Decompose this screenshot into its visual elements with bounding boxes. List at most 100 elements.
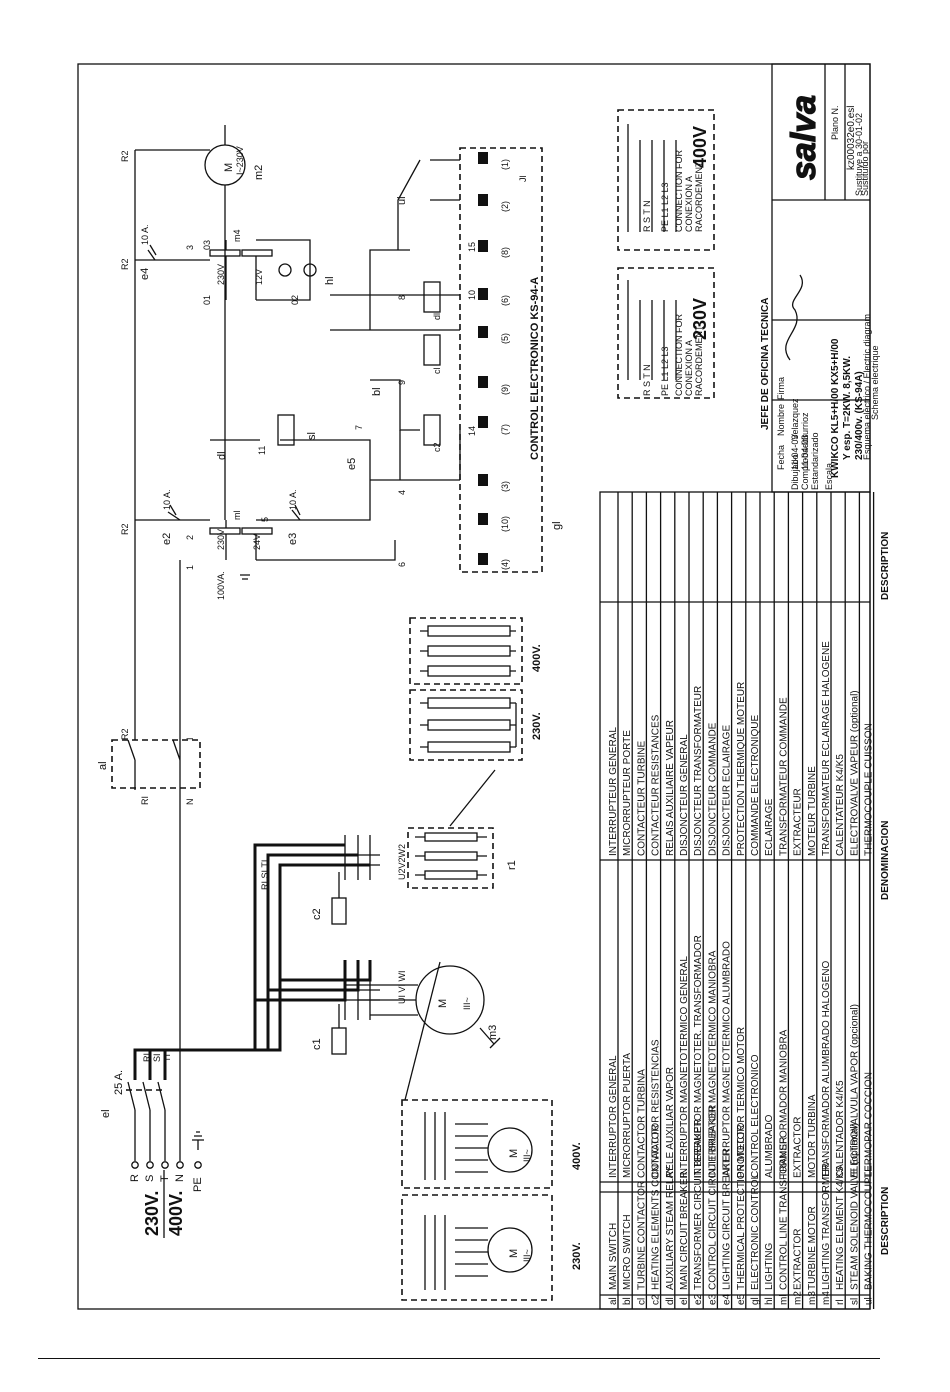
motor-400v-label: 400V. <box>571 1142 583 1170</box>
terminal-pe-label: PE <box>192 1177 204 1192</box>
legend-english: TRANSFORMER CIRCUIT BREAKER <box>693 1119 704 1290</box>
motor-ground-icon <box>479 1027 501 1049</box>
legend-french: COMMANDE ELECTRONIQUE <box>750 715 761 856</box>
wire-number-5: 5 <box>260 517 270 522</box>
c2-heater-phases: U2V2W2 <box>397 844 407 880</box>
plan-number: kz00032e0.esl <box>846 106 857 171</box>
legend-spanish: INTERRUPTOR MAGNETOTERMICO MANIOBRA <box>707 950 718 1178</box>
title-block: JEFE DE OFICINA TECNICA Fecha Nombre Fir… <box>760 63 880 493</box>
m3-symbol: M <box>437 999 449 1008</box>
res-400v-label: 400V. <box>531 644 543 672</box>
conn-400-caption-1: CONNECTION FOR <box>674 150 684 232</box>
e1-phase-s: SI <box>152 1053 162 1062</box>
e4-rating: 10 A. <box>140 224 150 245</box>
wire-number-10: 10 <box>467 290 477 300</box>
lighting-breaker-e4: e4 10 A. <box>139 224 210 280</box>
lamp-icon-1 <box>278 263 292 277</box>
conn-400-sub: PE L1 L2 L3 <box>660 182 670 232</box>
wire-numbers: 1 2 3 4 5 6 7 8 9 10 11 14 15 01 02 03 <box>185 240 477 570</box>
wire-number-8: 8 <box>397 295 407 300</box>
m4-label: m4 <box>232 229 242 242</box>
legend-spanish: ELECTROVALVULA VAPOR (opcional) <box>849 1004 860 1178</box>
d1-coil-label: dl <box>432 313 442 320</box>
conn-400-caption-3: RACORDEMENT <box>694 161 704 232</box>
title-line-3: 230/400v. (KS-94A) <box>854 371 865 460</box>
legend-french: INTERRUPTEUR GENERAL <box>608 727 619 856</box>
legend-english: EXTRACTOR <box>793 1229 804 1291</box>
pin-2: (2) <box>500 201 510 212</box>
wire-number-7: 7 <box>354 425 364 430</box>
control-title: CONTROL ELECTRONICO KS-94-A <box>529 277 541 460</box>
terminal-s-label: S <box>144 1175 156 1182</box>
j1-label: Jl <box>518 176 528 183</box>
a1-label: al <box>97 761 109 770</box>
wire-number-15: 15 <box>467 242 477 252</box>
c2-label: c2 <box>311 908 323 920</box>
connection-box-400v: R S T N PE L1 L2 L3 CONNECTION FOR CONEX… <box>617 109 715 251</box>
wire-number-9: 9 <box>397 380 407 385</box>
legend-english: LIGHTING TRANSFORMER <box>821 1163 832 1290</box>
legend-french: ECLAIRAGE <box>764 798 775 856</box>
a1-r2-label: R2 <box>120 728 130 740</box>
legend-french: MICRORRUPTEUR PORTE <box>622 730 633 856</box>
legend-spanish: INTERRUPTOR GENERAL <box>608 1055 619 1178</box>
row-dibujado-name: Velazquez <box>790 398 800 440</box>
steam-relay-coil-d1 <box>423 281 441 313</box>
supply-terminals: R S T N PE <box>129 1131 204 1192</box>
lamp-icon-2 <box>303 263 317 277</box>
legend-english: CONTROL CIRCUIT CIRCUIT BREAKER <box>707 1105 718 1290</box>
pe-ground-icon <box>192 1131 204 1150</box>
pin-4: (4) <box>500 559 510 570</box>
pin-5: (5) <box>500 333 510 344</box>
substituted-by-label: Sustituido por <box>860 141 870 196</box>
legend-french: DISJONCTEUR COMMANDE <box>707 722 718 856</box>
wire-number-11: 11 <box>257 446 267 455</box>
legend-spanish: RELE AUXILIAR VAPOR <box>665 1067 676 1178</box>
legend-code: e5 <box>736 1293 747 1305</box>
row-comprobado-date: 11-04-03 <box>800 435 810 470</box>
legend-french: DISJONCTEUR TRANSFORMATEUR <box>693 686 704 856</box>
legend-english: ELECTRONIC CONTROL <box>750 1173 761 1290</box>
legend-english: STEAM SOLENOID VALVE (optional) <box>849 1123 860 1290</box>
legend-code: bl <box>622 1297 633 1305</box>
row-dibujado: Dibujado <box>790 454 800 490</box>
legend-code: ul <box>864 1297 875 1305</box>
h1-label: hl <box>324 276 336 285</box>
connection-box-230v: R S T N PE L1 L2 L3 CONNECTION FOR CONEX… <box>617 267 715 399</box>
legend-english: MAIN SWITCH <box>608 1223 619 1290</box>
page-bottom-rule <box>38 1358 880 1359</box>
subtitle-line-1: Esquema eléctrico / Electric diagram <box>862 314 872 460</box>
legend-footer-fr: DESCRIPTION <box>880 532 891 600</box>
legend-code: e3 <box>707 1293 718 1305</box>
e3-rating: 10 A. <box>288 489 298 510</box>
legend-code: el <box>679 1297 690 1305</box>
legend-spanish: MICRORRUPTOR PUERTA <box>622 1053 633 1178</box>
m3-sub: III~ <box>462 997 472 1010</box>
motor-400-sub: III~ <box>522 1149 532 1162</box>
c1-motor-phases: UI VI WI <box>397 971 407 1005</box>
m1-230v: 230V <box>216 529 226 550</box>
b1-label: bl <box>371 387 383 396</box>
wire-number-6: 6 <box>397 562 407 567</box>
pointer-to-resistance-detail <box>449 769 496 827</box>
c2-supply-phases: RI SI TI <box>260 860 270 890</box>
m4-230v: 230V <box>216 264 226 285</box>
g1-label: gl <box>551 521 563 530</box>
wire-number-03: 03 <box>202 240 212 250</box>
e4-label: e4 <box>139 268 151 280</box>
row-estandarizado: Estandarizado <box>810 432 820 490</box>
row-dibujado-date: 11-04-03 <box>790 435 800 470</box>
office-label: JEFE DE OFICINA TECNICA <box>760 298 771 430</box>
legend-french: EXTRACTEUR <box>793 788 804 856</box>
legend-code: e2 <box>693 1293 704 1305</box>
m2-label: m2 <box>253 165 265 180</box>
legend-english: TURBINE MOTOR <box>807 1206 818 1290</box>
legend-spanish: PROTECTOR TERMICO MOTOR <box>736 1027 747 1178</box>
r2-label-m2: R2 <box>120 150 130 162</box>
legend-code: m4 <box>821 1291 832 1305</box>
wire-number-2: 2 <box>185 535 195 540</box>
pin-3: (3) <box>500 481 510 492</box>
substitutes-label: Sustituye a 30-01-02 <box>854 113 864 196</box>
conn-230-caption-1: CONNECTION FOR <box>674 314 684 396</box>
legend-french: TRANSFORMATEUR ECLAIRAGE HALOGENE <box>821 641 832 856</box>
